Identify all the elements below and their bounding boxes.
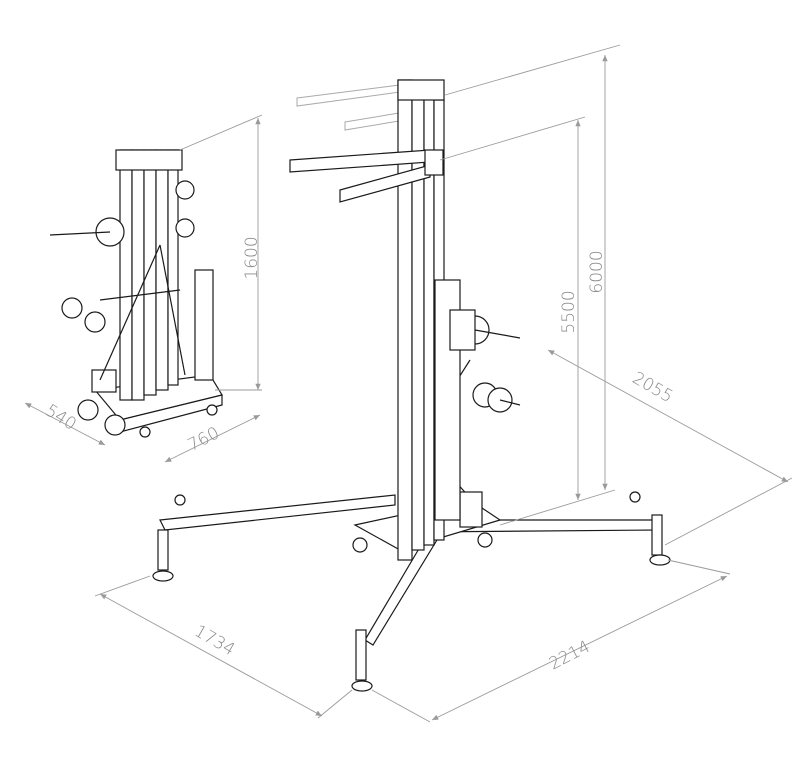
dimension-leg-span-right: 2214 [546, 637, 594, 674]
dimension-fork-height: 5500 [559, 290, 579, 333]
dimension-leg-span-left: 1734 [191, 621, 238, 660]
dimension-small-height: 1600 [242, 236, 262, 279]
dimension-max-height: 6000 [587, 250, 607, 293]
dimension-small-depth: 540 [42, 401, 80, 435]
folded-stand [49, 149, 223, 438]
dimension-small-width: 760 [185, 423, 223, 456]
dimension-leg-diagonal: 2055 [629, 368, 676, 407]
extended-stand [152, 79, 671, 692]
